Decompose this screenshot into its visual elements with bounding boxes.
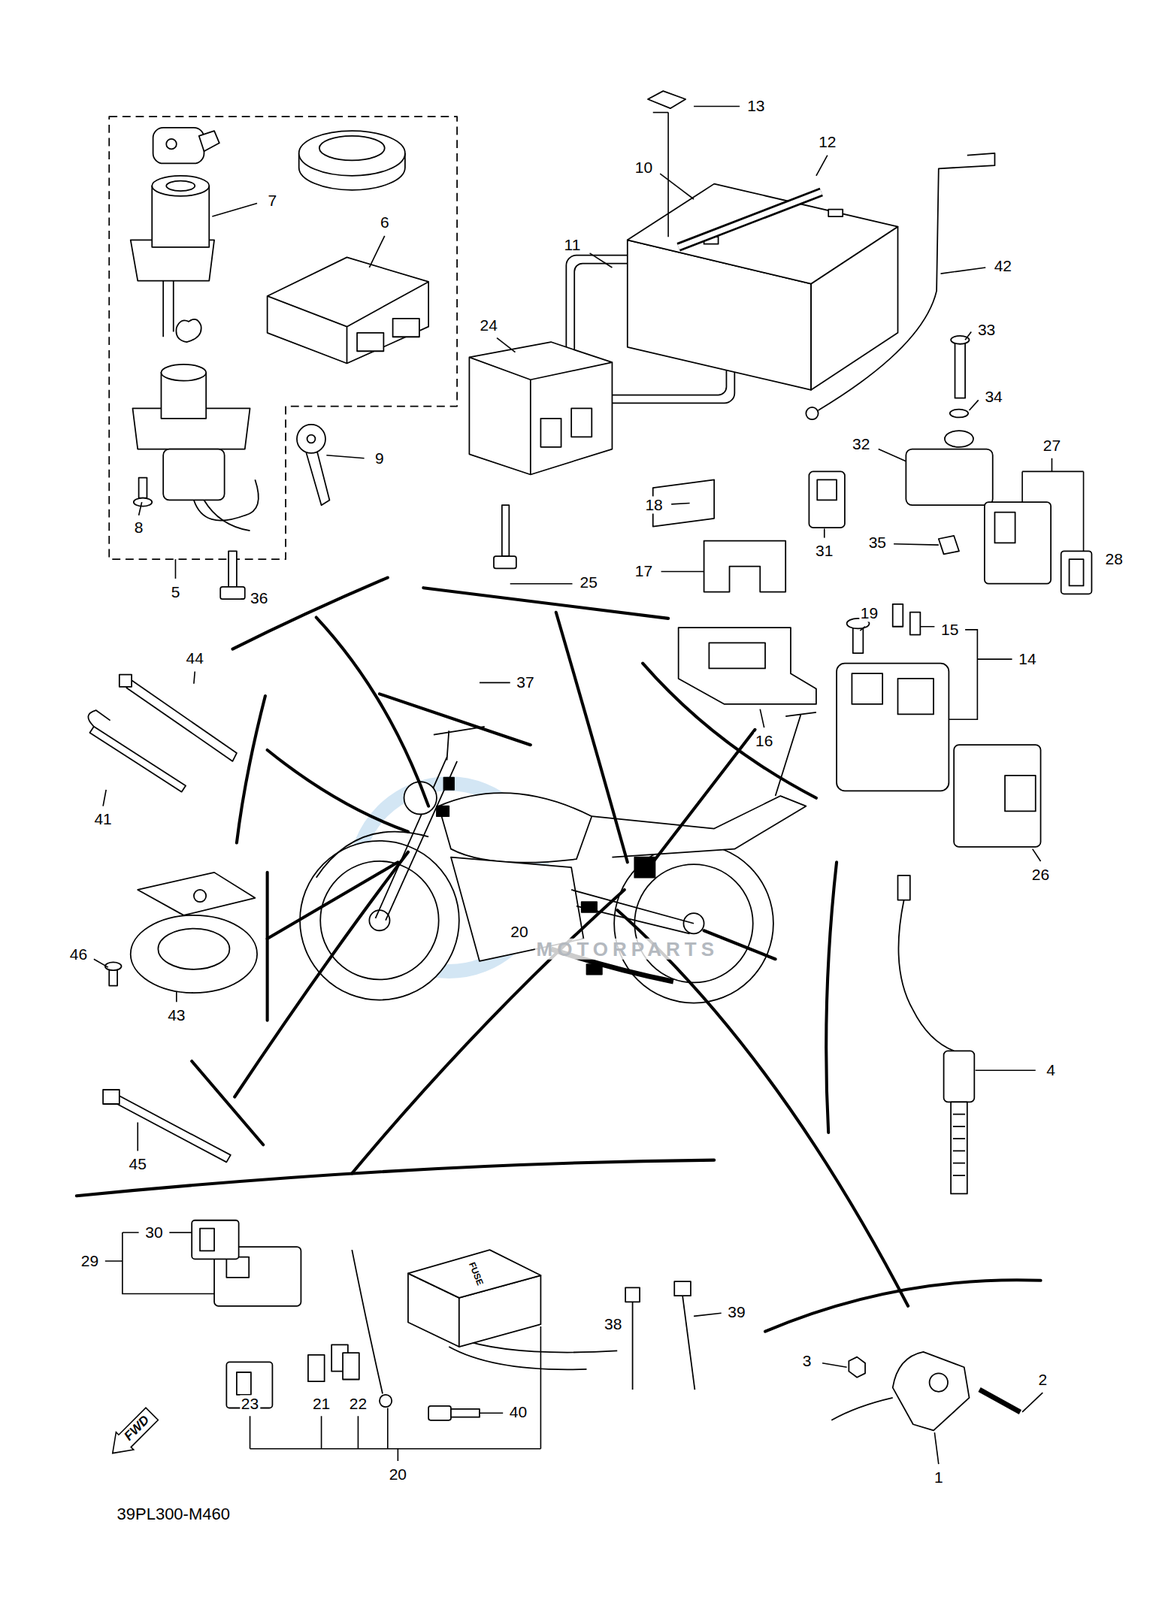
callout-number: 13 <box>745 97 766 115</box>
callout-number: 31 <box>814 542 835 560</box>
callout-lines <box>76 577 1041 1332</box>
callout-number: 37 <box>514 674 536 692</box>
callout-number: 19 <box>859 604 880 622</box>
callout-number: 16 <box>753 732 775 750</box>
callout-number: 1 <box>932 1469 945 1487</box>
leader-lines <box>93 105 1084 1465</box>
fuse-mark: FUSE <box>466 1258 486 1288</box>
callout-number: 30 <box>143 1224 164 1242</box>
callout-number: 44 <box>184 649 206 667</box>
watermark: MOTORPARTS <box>535 938 721 960</box>
callout-number: 4 <box>1044 1062 1057 1080</box>
diagram-code: 39PL300-M460 <box>115 1505 232 1524</box>
callout-number: 46 <box>68 945 89 963</box>
callout-number: 42 <box>992 257 1014 276</box>
callout-number: 40 <box>508 1404 529 1422</box>
callout-number: 28 <box>1104 550 1125 569</box>
callout-number: 20 <box>387 1465 409 1483</box>
callout-number: 8 <box>133 518 146 536</box>
callout-number: 45 <box>127 1155 149 1174</box>
callout-number: 43 <box>166 1006 187 1024</box>
callout-number: 33 <box>976 320 997 339</box>
callout-number: 7 <box>266 192 279 210</box>
callout-number: 38 <box>602 1316 624 1334</box>
callout-number: 24 <box>478 317 500 335</box>
arrow-shape <box>104 1405 162 1463</box>
callout-number: 9 <box>373 449 386 467</box>
callout-number: 17 <box>633 562 654 581</box>
callout-number: 14 <box>1016 650 1038 669</box>
callout-number: 36 <box>248 589 270 607</box>
callout-number: 39 <box>726 1304 747 1322</box>
callout-number: 26 <box>1030 865 1051 884</box>
callout-number: 5 <box>169 583 182 601</box>
callout-number: 12 <box>817 133 838 151</box>
callout-number: 32 <box>850 435 872 453</box>
callout-number: 27 <box>1041 437 1063 455</box>
parts <box>87 90 1092 1431</box>
callout-number: 18 <box>643 496 664 515</box>
callout-number: 23 <box>239 1395 261 1414</box>
callout-number: 22 <box>348 1395 369 1414</box>
callout-number: 34 <box>983 388 1004 406</box>
callout-number: 25 <box>578 574 600 592</box>
callout-number: 35 <box>867 534 888 552</box>
callout-number: 3 <box>801 1352 814 1371</box>
callout-number: 41 <box>92 810 113 829</box>
callout-number: 6 <box>378 213 391 231</box>
callout-number: 2 <box>1036 1370 1049 1389</box>
callout-number: 20 <box>508 922 530 941</box>
callout-number: 21 <box>311 1395 332 1414</box>
callout-number: 10 <box>633 158 654 176</box>
callout-number: 11 <box>562 236 583 254</box>
callout-number: 29 <box>79 1252 100 1271</box>
direction-arrow: FWD <box>104 1405 162 1463</box>
callout-number: 15 <box>939 620 960 639</box>
